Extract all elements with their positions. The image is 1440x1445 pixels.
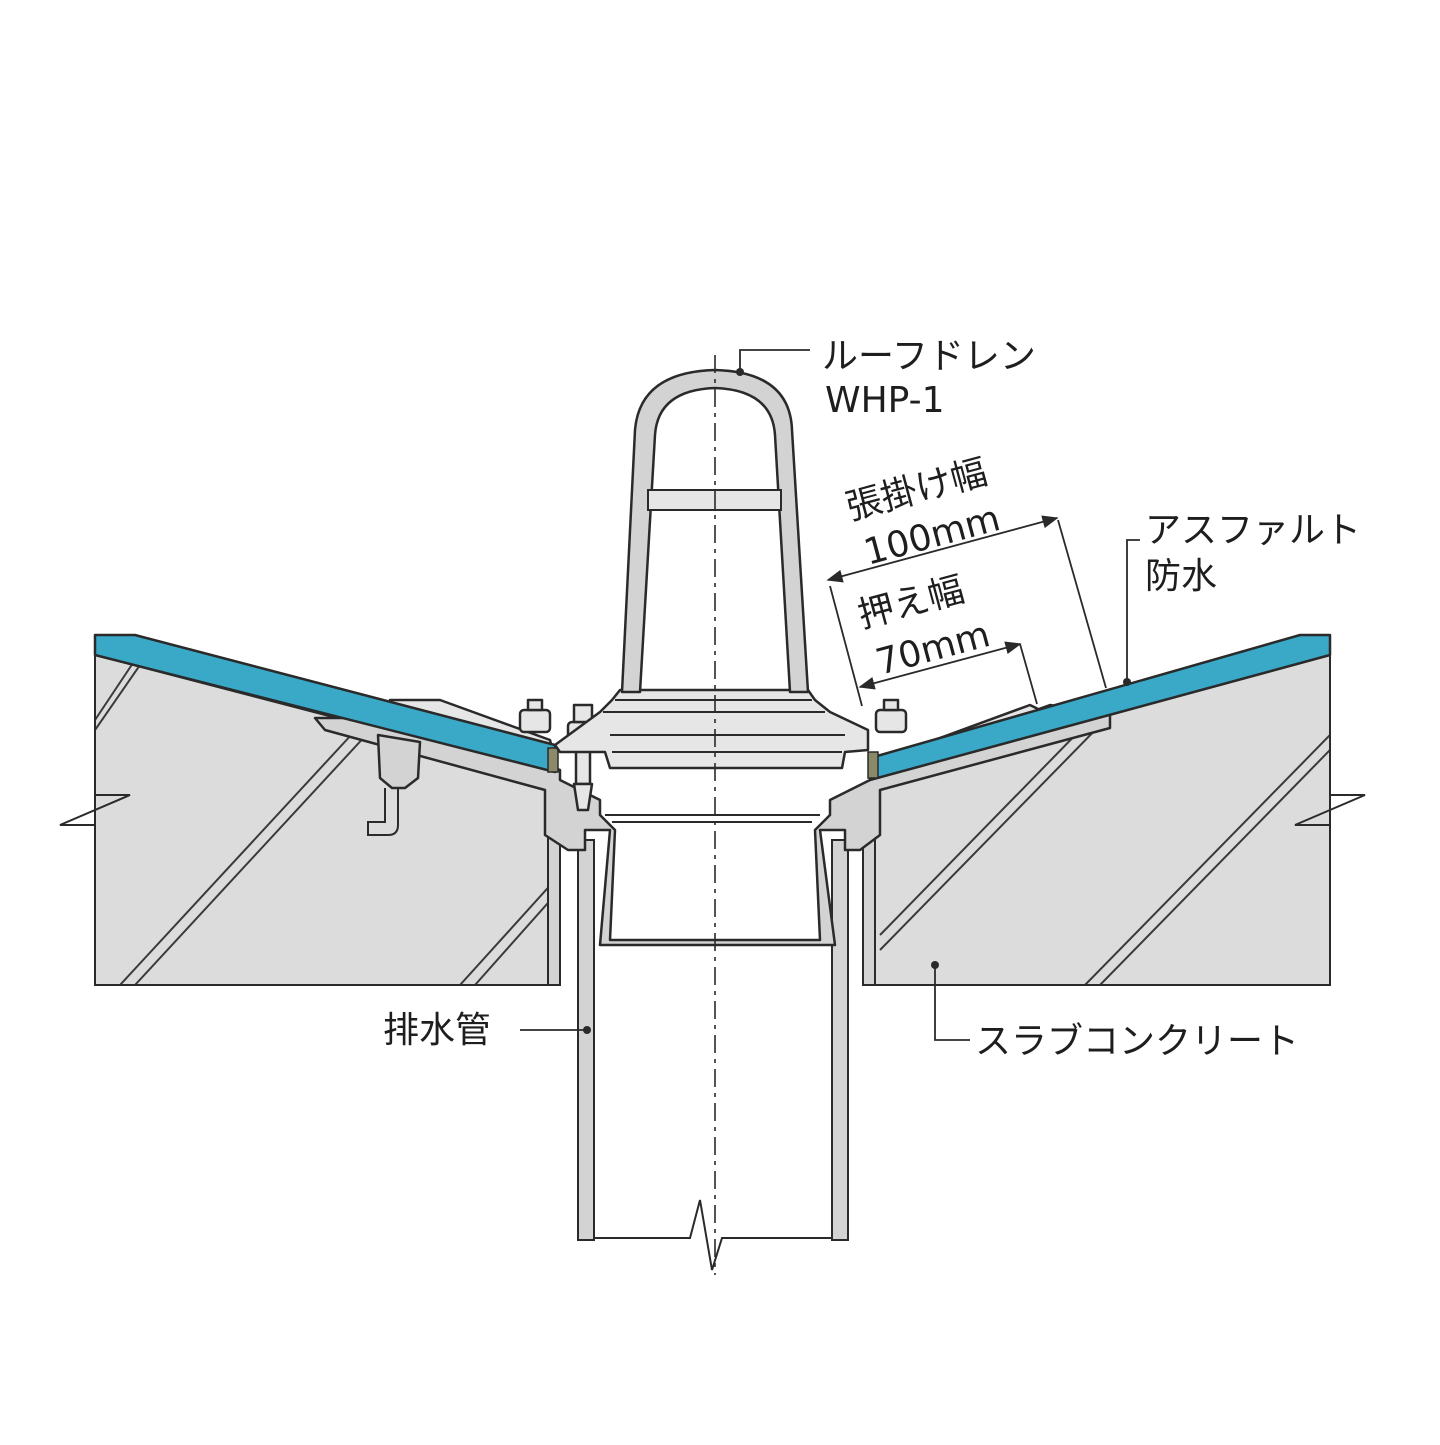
leader-drain-dot — [736, 368, 744, 376]
label-slab: スラブコンクリート — [975, 1021, 1299, 1062]
leader-drain — [739, 349, 810, 372]
gasket-right — [867, 751, 879, 779]
leader-slab-dot — [931, 961, 939, 969]
bolt-left — [518, 698, 552, 734]
label-drain-name: ルーフドレン — [822, 336, 1036, 377]
slab-concrete-left — [59, 653, 556, 986]
leader-waterproof — [1126, 539, 1140, 682]
label-drain-model: WHP-1 — [825, 380, 944, 421]
leader-slab — [934, 965, 970, 1041]
drain-pipe — [547, 829, 876, 1271]
press-width-dimension — [858, 641, 1038, 705]
bolt-right — [874, 698, 908, 734]
leader-pipe-dot — [583, 1026, 591, 1034]
label-drain-pipe: 排水管 — [383, 1010, 491, 1051]
concrete-hatching-left — [95, 659, 555, 985]
gasket-left — [547, 747, 559, 773]
concrete-hatching-right — [879, 719, 1330, 985]
cover-width-dimension — [826, 515, 1107, 707]
leader-waterproof-dot — [1123, 678, 1131, 686]
label-waterproof-line2: 防水 — [1145, 556, 1217, 597]
strainer-base — [553, 688, 870, 770]
label-waterproof-line1: アスファルト — [1145, 510, 1361, 551]
